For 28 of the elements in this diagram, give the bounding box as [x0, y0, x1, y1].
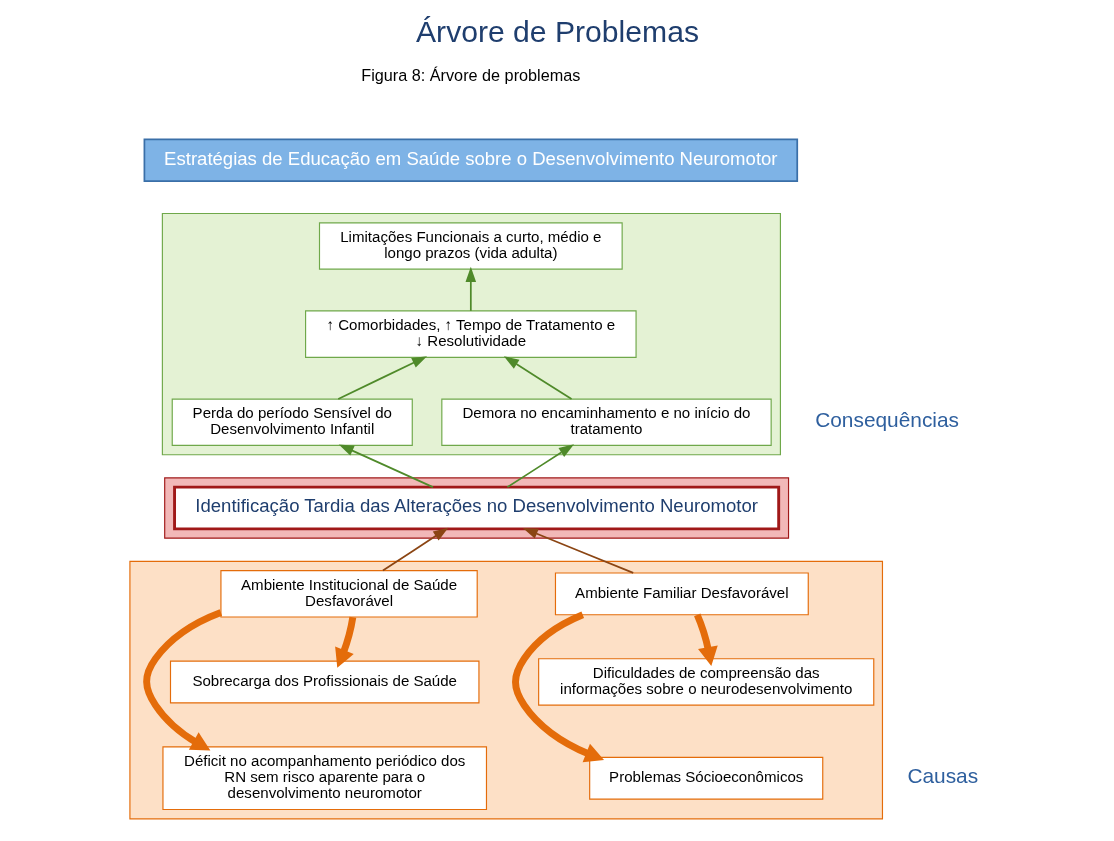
arrow — [336, 356, 427, 400]
node-box: Estratégias de Educação em Saúde sobre o Desenvolvimento Neuromotor — [143, 138, 798, 182]
node-box: Demora no encaminhamento e no início do tratamento — [440, 398, 772, 446]
arrow — [381, 527, 448, 572]
node-box: Déficit no acompanhamento periódico dos RN sem risco aparente para o desenvolvimento neuromotor — [161, 746, 487, 811]
caption: Figura 8: Árvore de problemas — [360, 65, 580, 84]
node-box: Limitações Funcionais a curto, médio e longo prazos (vida adulta) — [318, 222, 623, 270]
arrow — [338, 444, 434, 488]
label: Causas — [906, 764, 978, 788]
label: Consequências — [814, 408, 959, 432]
arrow — [693, 613, 718, 667]
node-box: Ambiente Institucional de Saúde Desfavorável — [219, 570, 478, 618]
arrow — [506, 444, 574, 488]
node-box: Ambiente Familiar Desfavorável — [554, 572, 809, 616]
node-box: ↑ Comorbidades, ↑ Tempo de Tratamento e ↓ Resolutividade — [304, 310, 637, 358]
arrow — [465, 266, 476, 312]
arrow — [522, 528, 634, 574]
node-box: Dificuldades de compreensão das informações sobre o neurodesenvolvimento — [537, 658, 874, 706]
node-box: Perda do período Sensível do Desenvolvimento Infantil — [171, 398, 413, 446]
diagram-title: Árvore de Problemas — [415, 14, 699, 48]
node-box: Problemas Sócioeconômicos — [588, 756, 823, 800]
node-box: Sobrecarga dos Profissionais de Saúde — [169, 660, 479, 704]
arrow — [503, 356, 572, 400]
arrow — [334, 616, 356, 668]
cluster — [128, 560, 883, 820]
arrow — [142, 609, 222, 751]
node-box: Identificação Tardia das Alterações no Desenvolvimento Neuromotor — [172, 485, 780, 531]
arrow — [511, 611, 604, 763]
